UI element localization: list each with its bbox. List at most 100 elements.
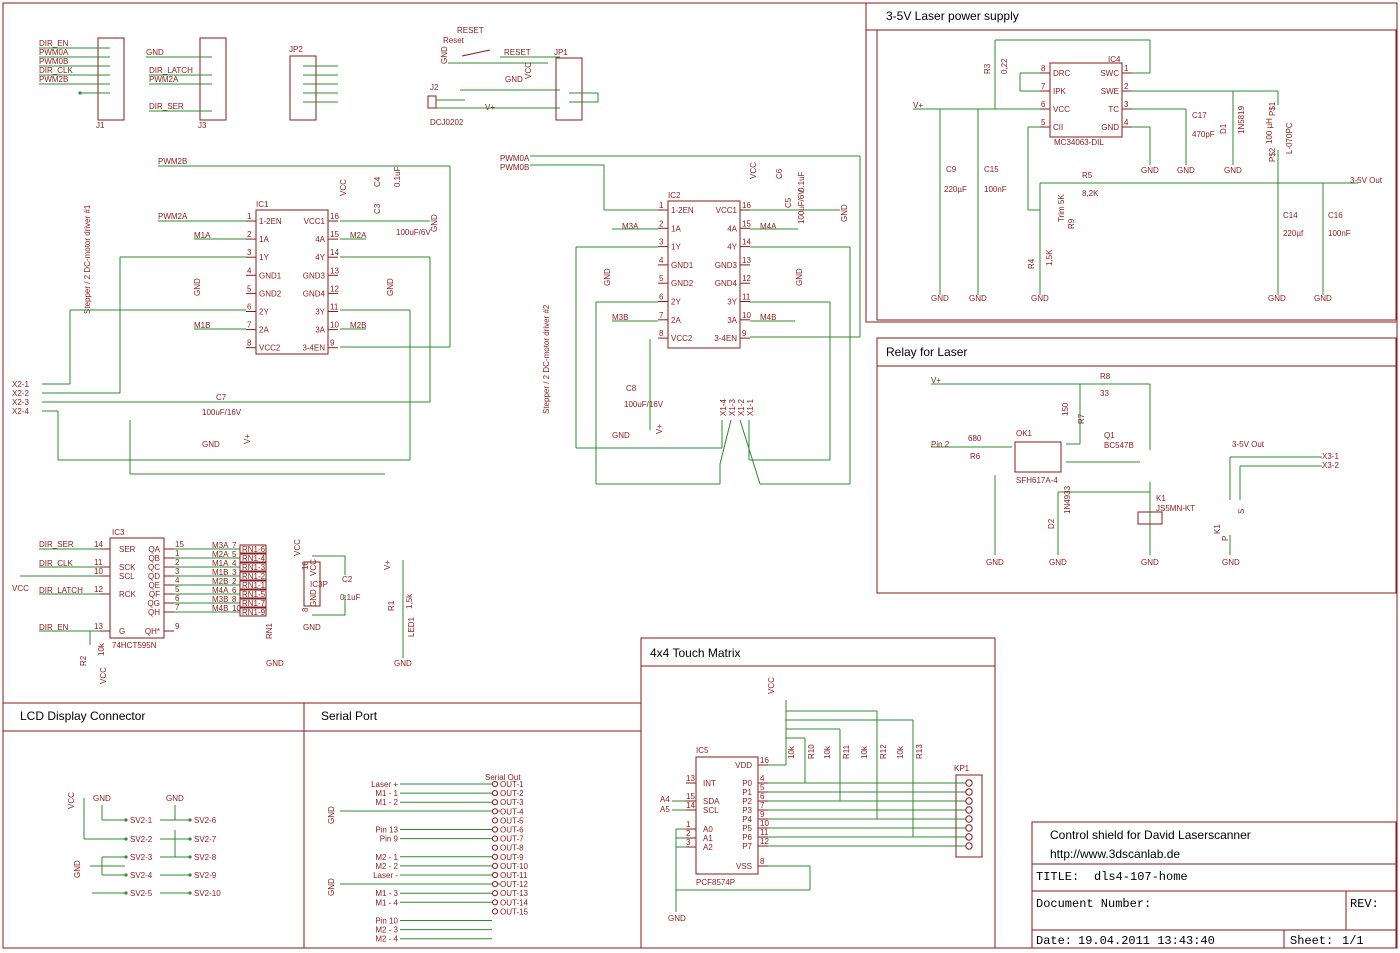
rn-label: RN1-7 xyxy=(242,599,266,608)
serial-out-pin: OUT-15 xyxy=(500,907,529,916)
ic3-output-net: M1B xyxy=(212,568,228,577)
svg-text:PCF8574P: PCF8574P xyxy=(696,878,735,887)
svg-text:DIR_EN: DIR_EN xyxy=(39,623,69,632)
ic3-output-net: M4B xyxy=(212,604,228,613)
ic2-pin-num: 7 xyxy=(659,311,664,320)
ic5-pin-num: 6 xyxy=(760,792,765,801)
svg-text:LED1: LED1 xyxy=(407,616,416,637)
ic3-output-net: M3B xyxy=(212,595,228,604)
ic2-pin-num: 1 xyxy=(659,201,664,210)
ic2-pin-num: 16 xyxy=(742,201,751,210)
svg-text:0.1uF: 0.1uF xyxy=(340,593,361,602)
svg-text:R13: R13 xyxy=(915,744,924,759)
ic2-pin-num: 15 xyxy=(742,219,751,228)
ic3-shift-register: IC3 74HCT595N 14SER11SCK10SCL12RCK13G15Q… xyxy=(12,528,267,684)
svg-text:10k: 10k xyxy=(97,642,106,656)
ic1-pin-num: 9 xyxy=(330,339,335,348)
svg-text:L-070PC: L-070PC xyxy=(1285,122,1294,154)
svg-text:Stepper / 2 DC-motor driver #1: Stepper / 2 DC-motor driver #1 xyxy=(83,204,92,314)
svg-text:GND: GND xyxy=(986,558,1004,567)
ic1-pin-num: 6 xyxy=(247,303,252,312)
serial-out-pin: OUT-6 xyxy=(500,826,524,835)
serial-out-pin: OUT-12 xyxy=(500,880,529,889)
section-title-touch: 4x4 Touch Matrix xyxy=(650,646,741,660)
svg-text:R3: R3 xyxy=(983,63,992,74)
touch-matrix: IC5 PCF8574P 13INT15SDA14SCL1A02A13A216V… xyxy=(660,677,983,923)
svg-text:X2-3: X2-3 xyxy=(12,398,29,407)
svg-text:R5: R5 xyxy=(1082,171,1093,180)
ic5-pin-label: P4 xyxy=(742,815,752,824)
svg-text:P$2: P$2 xyxy=(1268,147,1277,162)
svg-text:VCC: VCC xyxy=(293,539,302,556)
ic4-pin-num: 3 xyxy=(1124,100,1129,109)
svg-text:GND: GND xyxy=(430,214,439,232)
ic4-pin-label: TC xyxy=(1108,105,1119,114)
svg-text:VCC: VCC xyxy=(99,667,108,684)
ic4-pin-num: 8 xyxy=(1041,64,1046,73)
svg-text:R10: R10 xyxy=(807,744,816,759)
serial-port: Serial Out GND GND OUT-1OUT-2OUT-3OUT-4O… xyxy=(327,773,529,944)
svg-text:100uF/6V: 100uF/6V xyxy=(396,228,431,237)
svg-text:IC3: IC3 xyxy=(112,528,125,537)
svg-text:100nF: 100nF xyxy=(984,185,1007,194)
ic4-pin-num: 4 xyxy=(1124,118,1129,127)
ic3-pin-label: QH xyxy=(148,608,160,617)
ic1-pin-label: VCC1 xyxy=(304,217,326,226)
serial-out-pin: OUT-13 xyxy=(500,889,529,898)
ic5-pin-num: 1 xyxy=(686,820,691,829)
ic4-pin-num: 1 xyxy=(1124,64,1129,73)
svg-text:M4B: M4B xyxy=(760,313,776,322)
svg-text:DIR_LATCH: DIR_LATCH xyxy=(39,586,83,595)
svg-text:1N5819: 1N5819 xyxy=(1237,105,1246,134)
ic5-pin-num: 12 xyxy=(760,837,769,846)
svg-text:C3: C3 xyxy=(373,203,382,214)
ic2-pin-num: 2 xyxy=(659,219,664,228)
ic3-pin-num: 13 xyxy=(94,622,103,631)
svg-text:K1: K1 xyxy=(1213,524,1222,534)
title-value: dls4-107-home xyxy=(1094,870,1188,884)
ic4-pin-label: GND xyxy=(1101,123,1119,132)
svg-text:GND: GND xyxy=(202,440,220,449)
svg-text:C15: C15 xyxy=(984,165,999,174)
svg-text:RESET: RESET xyxy=(504,48,531,57)
ic1-pin-label: 4Y xyxy=(315,253,325,262)
svg-text:10k: 10k xyxy=(823,745,832,759)
svg-text:R9: R9 xyxy=(1067,218,1076,229)
ic3-pin-num: 11 xyxy=(94,558,103,567)
ic4-pin-num: 7 xyxy=(1041,82,1046,91)
svg-text:GND: GND xyxy=(668,914,686,923)
connector-j3: J3 GND DIR_LATCH PWM2A DIR_SER xyxy=(146,37,227,130)
svg-text:33: 33 xyxy=(1100,389,1109,398)
svg-text:SFH617A-4: SFH617A-4 xyxy=(1016,476,1058,485)
rn-pin: 7 xyxy=(232,541,237,550)
ic3-pin-num: 15 xyxy=(175,540,184,549)
svg-text:100 µH: 100 µH xyxy=(1265,118,1274,144)
svg-text:3-5V Out: 3-5V Out xyxy=(1232,440,1265,449)
svg-text:X3-2: X3-2 xyxy=(1322,461,1339,470)
svg-text:IC5: IC5 xyxy=(696,746,709,755)
svg-text:GND: GND xyxy=(73,860,82,878)
svg-text:R8: R8 xyxy=(1100,372,1111,381)
ic3-pin-label: QB xyxy=(148,554,160,563)
svg-text:X1-4: X1-4 xyxy=(719,399,728,416)
ic4-pin-label: SWE xyxy=(1101,87,1119,96)
ic5-pin-num: 10 xyxy=(760,819,769,828)
ic5-pin-num: 7 xyxy=(760,801,765,810)
svg-text:DIR_EN: DIR_EN xyxy=(39,39,69,48)
svg-text:GND: GND xyxy=(1049,558,1067,567)
ic2-pin-label: GND2 xyxy=(671,279,694,288)
svg-text:0.1uF: 0.1uF xyxy=(393,166,402,187)
serial-in-label: Laser - xyxy=(373,871,398,880)
ic2-driver: IC2 11-2EN21A31Y4GND15GND262Y72A8VCC216V… xyxy=(500,154,861,485)
section-title-laser-psu: 3-5V Laser power supply xyxy=(886,9,1019,23)
ic3-pin-num: 5 xyxy=(175,585,180,594)
ic2-pin-num: 10 xyxy=(742,311,751,320)
serial-out-pin: OUT-3 xyxy=(500,798,524,807)
ic5-pin-num: 14 xyxy=(686,801,695,810)
lcd-pin: SV2-6 xyxy=(194,816,217,825)
svg-text:PWM2B: PWM2B xyxy=(158,157,187,166)
ic5-pin-num: 16 xyxy=(760,756,769,765)
ic3-pin-label: SER xyxy=(119,545,136,554)
svg-text:Reset: Reset xyxy=(443,36,465,45)
sheet-label: Sheet: xyxy=(1290,934,1333,948)
